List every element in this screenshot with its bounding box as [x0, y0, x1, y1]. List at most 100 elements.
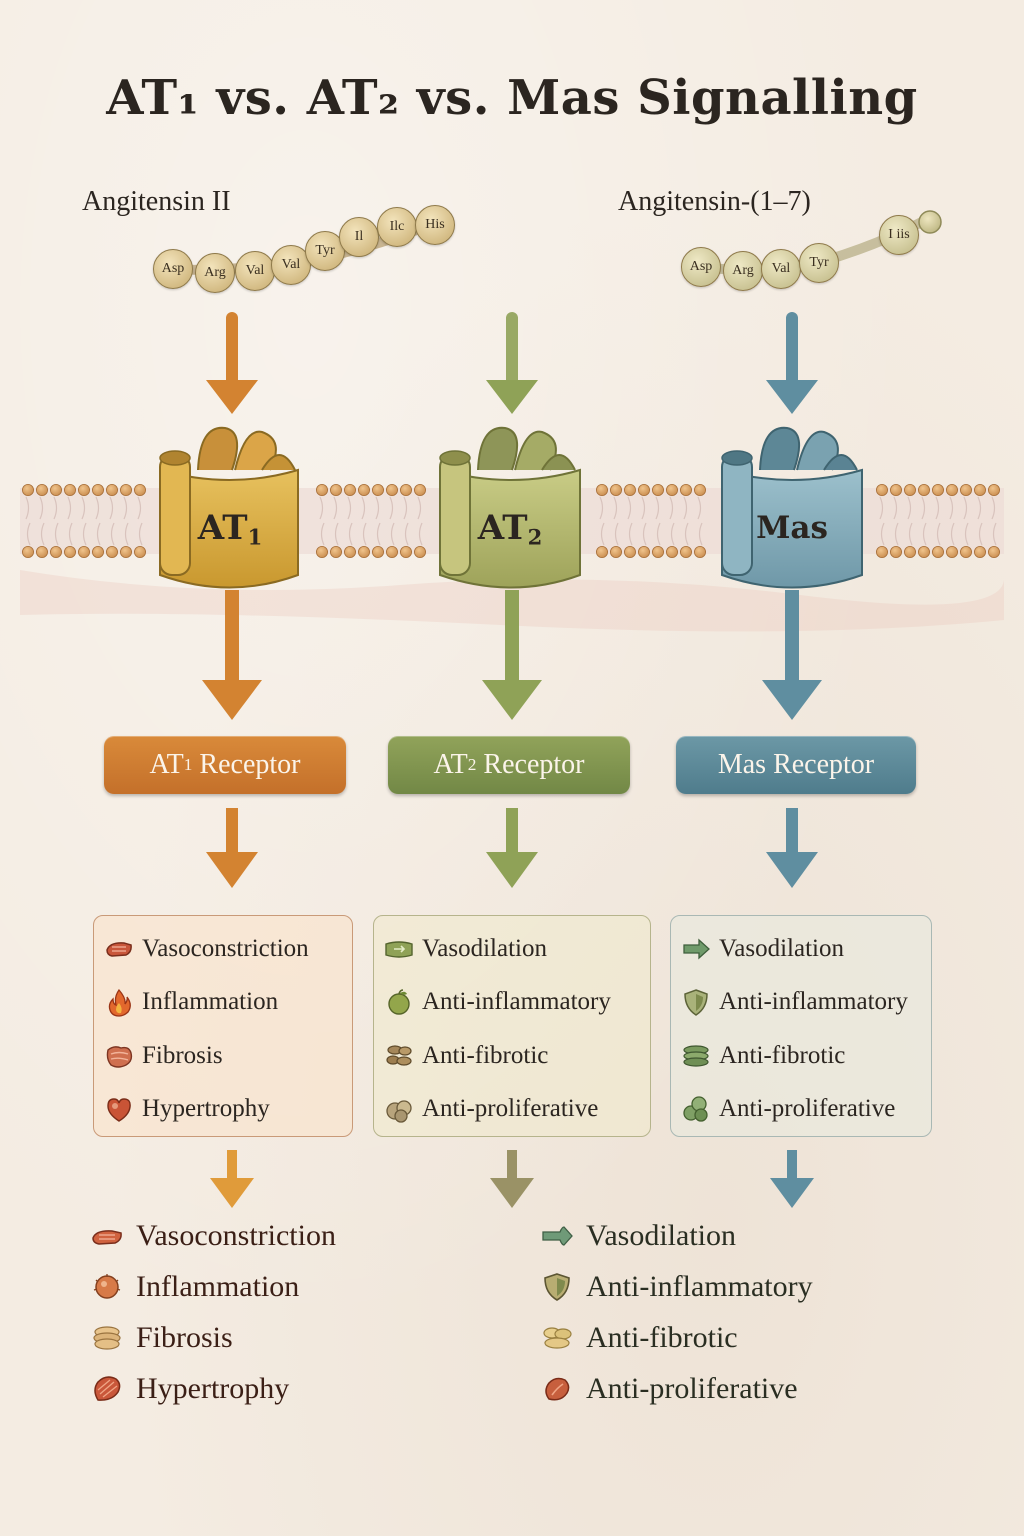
lipid-head — [638, 483, 651, 496]
lipid-tail — [123, 496, 129, 546]
outcome-item: Vasoconstriction — [90, 1210, 336, 1261]
at2-receptor-protein — [439, 426, 581, 589]
fibrosis-tissue-icon — [93, 1325, 121, 1350]
residue-bead: I iis — [879, 215, 919, 255]
outcome-item: Hypertrophy — [90, 1363, 336, 1414]
effect-item: Fibrosis — [94, 1029, 352, 1083]
arrow-ligand-at1 — [206, 312, 258, 414]
leaf-cluster-icon — [683, 1096, 708, 1122]
outcome-item: Anti-inflammatory — [540, 1261, 813, 1312]
lipid-tail — [403, 496, 409, 546]
lipid-head — [890, 483, 903, 496]
lipid-head — [371, 546, 384, 559]
mas-receptor-pill: Mas Receptor — [676, 736, 916, 794]
ligand-label-angiotensin-1-7: Angitensin-(1–7) — [618, 186, 811, 217]
outcome-item: Anti-fibrotic — [540, 1312, 813, 1363]
residue-bead: Ilc — [377, 207, 417, 247]
lipid-tail — [137, 496, 143, 546]
heart-muscle-icon — [94, 1375, 121, 1401]
lipid-tail — [977, 496, 983, 546]
lipid-head — [918, 483, 931, 496]
at1-effects-box: Vasoconstriction Inflammation Fibrosis H… — [93, 915, 353, 1137]
lipid-tail — [81, 496, 87, 546]
lipid-head — [357, 483, 370, 496]
lipid-head — [36, 483, 49, 496]
lipid-head — [596, 546, 609, 559]
residue-bead: Asp — [153, 249, 193, 289]
lipid-head — [638, 546, 651, 559]
lipid-head — [960, 483, 973, 496]
outcome-item: Anti-proliferative — [540, 1363, 813, 1414]
lipid-head — [64, 483, 77, 496]
lipid-tail — [53, 496, 59, 546]
lipid-tail — [963, 496, 969, 546]
lipid-tail — [641, 496, 647, 546]
lipid-head — [610, 483, 623, 496]
lipid-tail — [655, 496, 661, 546]
protective-outcomes-list: Vasodilation Anti-inflammatory Anti-fibr… — [540, 1210, 813, 1414]
arrow-at2-down — [482, 590, 542, 720]
residue-bead: His — [415, 205, 455, 245]
lipid-head — [92, 483, 105, 496]
effect-item: Anti-inflammatory — [374, 976, 650, 1030]
lipid-tail — [109, 496, 115, 546]
lipid-head — [946, 546, 959, 559]
arrow-icon — [683, 938, 710, 960]
lipid-tail — [389, 496, 395, 546]
lipid-tail — [613, 496, 619, 546]
lipid-head — [21, 546, 34, 559]
effect-item: Hypertrophy — [94, 1083, 352, 1137]
lipid-head — [78, 483, 91, 496]
at2-membrane-label: AT2 — [477, 508, 543, 550]
lipid-tail — [893, 496, 899, 546]
lipid-head — [399, 483, 412, 496]
fibrosis-tissue-icon — [106, 1045, 133, 1068]
mas-membrane-label: Mas — [756, 510, 828, 546]
lipid-tail — [669, 496, 675, 546]
lipid-head — [343, 546, 356, 559]
vessel-icon — [106, 941, 132, 957]
lipid-head — [385, 546, 398, 559]
lipid-tail — [95, 496, 101, 546]
lipid-head — [876, 483, 889, 496]
lipid-head — [329, 483, 342, 496]
lipid-head — [680, 546, 693, 559]
residue-bead: Val — [761, 249, 801, 289]
residue-bead: Tyr — [305, 231, 345, 271]
lipid-head — [315, 546, 328, 559]
tissue-layers-icon — [386, 1045, 412, 1066]
lipid-head — [652, 546, 665, 559]
lipid-head — [399, 546, 412, 559]
lipid-head — [64, 546, 77, 559]
dilated-vessel-icon — [385, 941, 413, 958]
lipid-tail — [697, 496, 703, 546]
lipid-head — [413, 546, 426, 559]
lipid-tail — [921, 496, 927, 546]
lipid-tail — [417, 496, 423, 546]
lipid-head — [413, 483, 426, 496]
effect-item: Vasodilation — [671, 922, 931, 976]
lipid-head — [988, 483, 1001, 496]
outcome-item: Vasodilation — [540, 1210, 813, 1261]
effect-item: Vasoconstriction — [94, 922, 352, 976]
page-title: AT₁ vs. AT₂ vs. Mas Signalling — [106, 70, 918, 126]
effect-item: Inflammation — [94, 976, 352, 1030]
lipid-head — [652, 483, 665, 496]
mas-effects-box: Vasodilation Anti-inflammatory Anti-fibr… — [670, 915, 932, 1137]
lipid-head — [988, 546, 1001, 559]
residue-bead: Arg — [723, 251, 763, 291]
lipid-tail — [683, 496, 689, 546]
tissue-layers-icon — [683, 1045, 709, 1067]
arrow-at1-outcomes — [210, 1150, 254, 1208]
lipid-tail — [347, 496, 353, 546]
arrow-icon — [542, 1225, 573, 1246]
lipid-head — [50, 546, 63, 559]
lipid-head — [694, 546, 707, 559]
lipid-head — [932, 546, 945, 559]
lipid-head — [120, 483, 133, 496]
outcome-item: Fibrosis — [90, 1312, 336, 1363]
lipid-head — [974, 546, 987, 559]
lipid-head — [371, 483, 384, 496]
